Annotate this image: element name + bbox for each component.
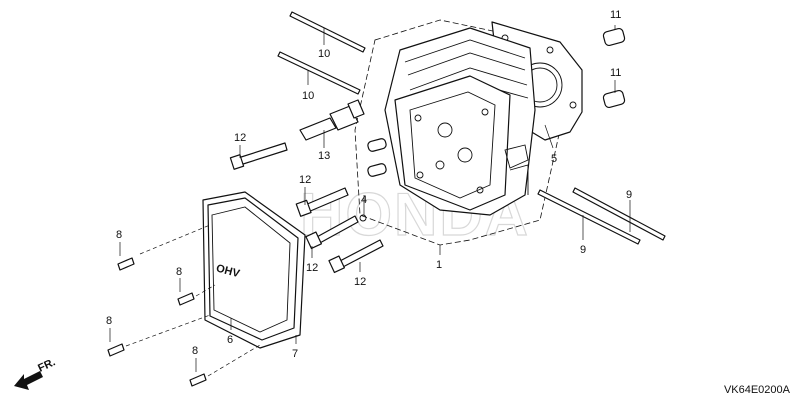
callout-7: 7	[292, 348, 298, 360]
cover-bolts	[107, 257, 207, 387]
flange-bolts	[229, 142, 384, 274]
fr-label: FR.	[36, 356, 57, 374]
cap-nuts	[602, 27, 626, 109]
front-direction-indicator: FR.	[14, 356, 57, 390]
callout-6: 6	[227, 334, 233, 346]
callout-10b: 10	[302, 90, 314, 102]
leader-lines	[109, 25, 631, 377]
callout-11b: 11	[610, 67, 621, 79]
callout-8b: 8	[176, 266, 182, 278]
dowel-pins	[359, 138, 387, 222]
callout-labels: 10 10 11 11 5 13 12 12 4 1 9 9 12 12 8 8…	[106, 9, 632, 360]
cylinder-head	[384, 27, 536, 216]
callout-11a: 11	[610, 9, 621, 21]
callout-9a: 9	[626, 189, 632, 201]
stud-bolts-10	[277, 11, 366, 95]
callout-4: 4	[361, 194, 367, 206]
callout-12a: 12	[234, 132, 246, 144]
callout-8c: 8	[106, 315, 112, 327]
reference-code: VK64E0200A	[723, 384, 790, 396]
spark-plug	[299, 99, 365, 141]
callout-12b: 12	[299, 174, 311, 186]
callout-12d: 12	[354, 276, 366, 288]
callout-8a: 8	[116, 229, 122, 241]
callout-12c: 12	[306, 262, 318, 274]
callout-1: 1	[436, 259, 442, 271]
callout-9b: 9	[580, 244, 586, 256]
callout-8d: 8	[192, 345, 198, 357]
callout-13: 13	[318, 150, 330, 162]
callout-10a: 10	[318, 48, 330, 60]
callout-5: 5	[551, 153, 557, 165]
stud-bolts-9	[537, 187, 666, 245]
head-cover: OHV	[207, 197, 299, 341]
